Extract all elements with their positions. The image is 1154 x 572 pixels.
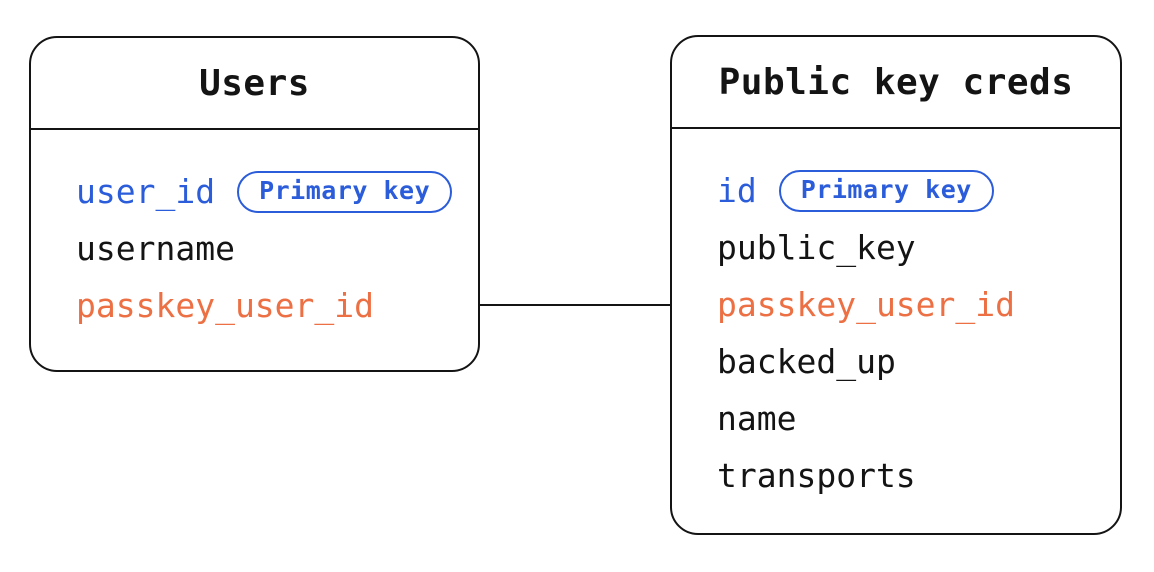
table-users: Users user_id Primary key username passk… [29, 36, 480, 372]
table-public-key-creds-fields: id Primary key public_key passkey_user_i… [672, 129, 1120, 504]
field-id-label: id [717, 171, 757, 210]
field-public-key: public_key [717, 219, 1120, 276]
field-passkey-user-id: passkey_user_id [717, 276, 1120, 333]
table-users-header: Users [31, 38, 478, 130]
table-public-key-creds: Public key creds id Primary key public_k… [670, 35, 1122, 535]
primary-key-badge: Primary key [237, 170, 453, 213]
field-transports-label: transports [717, 456, 916, 495]
field-passkey-user-id: passkey_user_id [76, 277, 478, 334]
field-passkey-user-id-label: passkey_user_id [76, 286, 375, 325]
field-backed-up-label: backed_up [717, 342, 896, 381]
relationship-line [478, 304, 672, 306]
field-username-label: username [76, 229, 235, 268]
field-passkey-user-id-label: passkey_user_id [717, 285, 1016, 324]
table-users-fields: user_id Primary key username passkey_use… [31, 130, 478, 334]
table-public-key-creds-header: Public key creds [672, 37, 1120, 129]
field-username: username [76, 220, 478, 277]
table-public-key-creds-title: Public key creds [718, 61, 1074, 103]
field-id: id Primary key [717, 162, 1120, 219]
primary-key-badge: Primary key [778, 169, 994, 212]
table-users-title: Users [199, 62, 310, 104]
field-user-id: user_id Primary key [76, 163, 478, 220]
field-backed-up: backed_up [717, 333, 1120, 390]
field-user-id-label: user_id [76, 172, 216, 211]
field-name: name [717, 390, 1120, 447]
field-public-key-label: public_key [717, 228, 916, 267]
field-transports: transports [717, 447, 1120, 504]
field-name-label: name [717, 399, 797, 438]
